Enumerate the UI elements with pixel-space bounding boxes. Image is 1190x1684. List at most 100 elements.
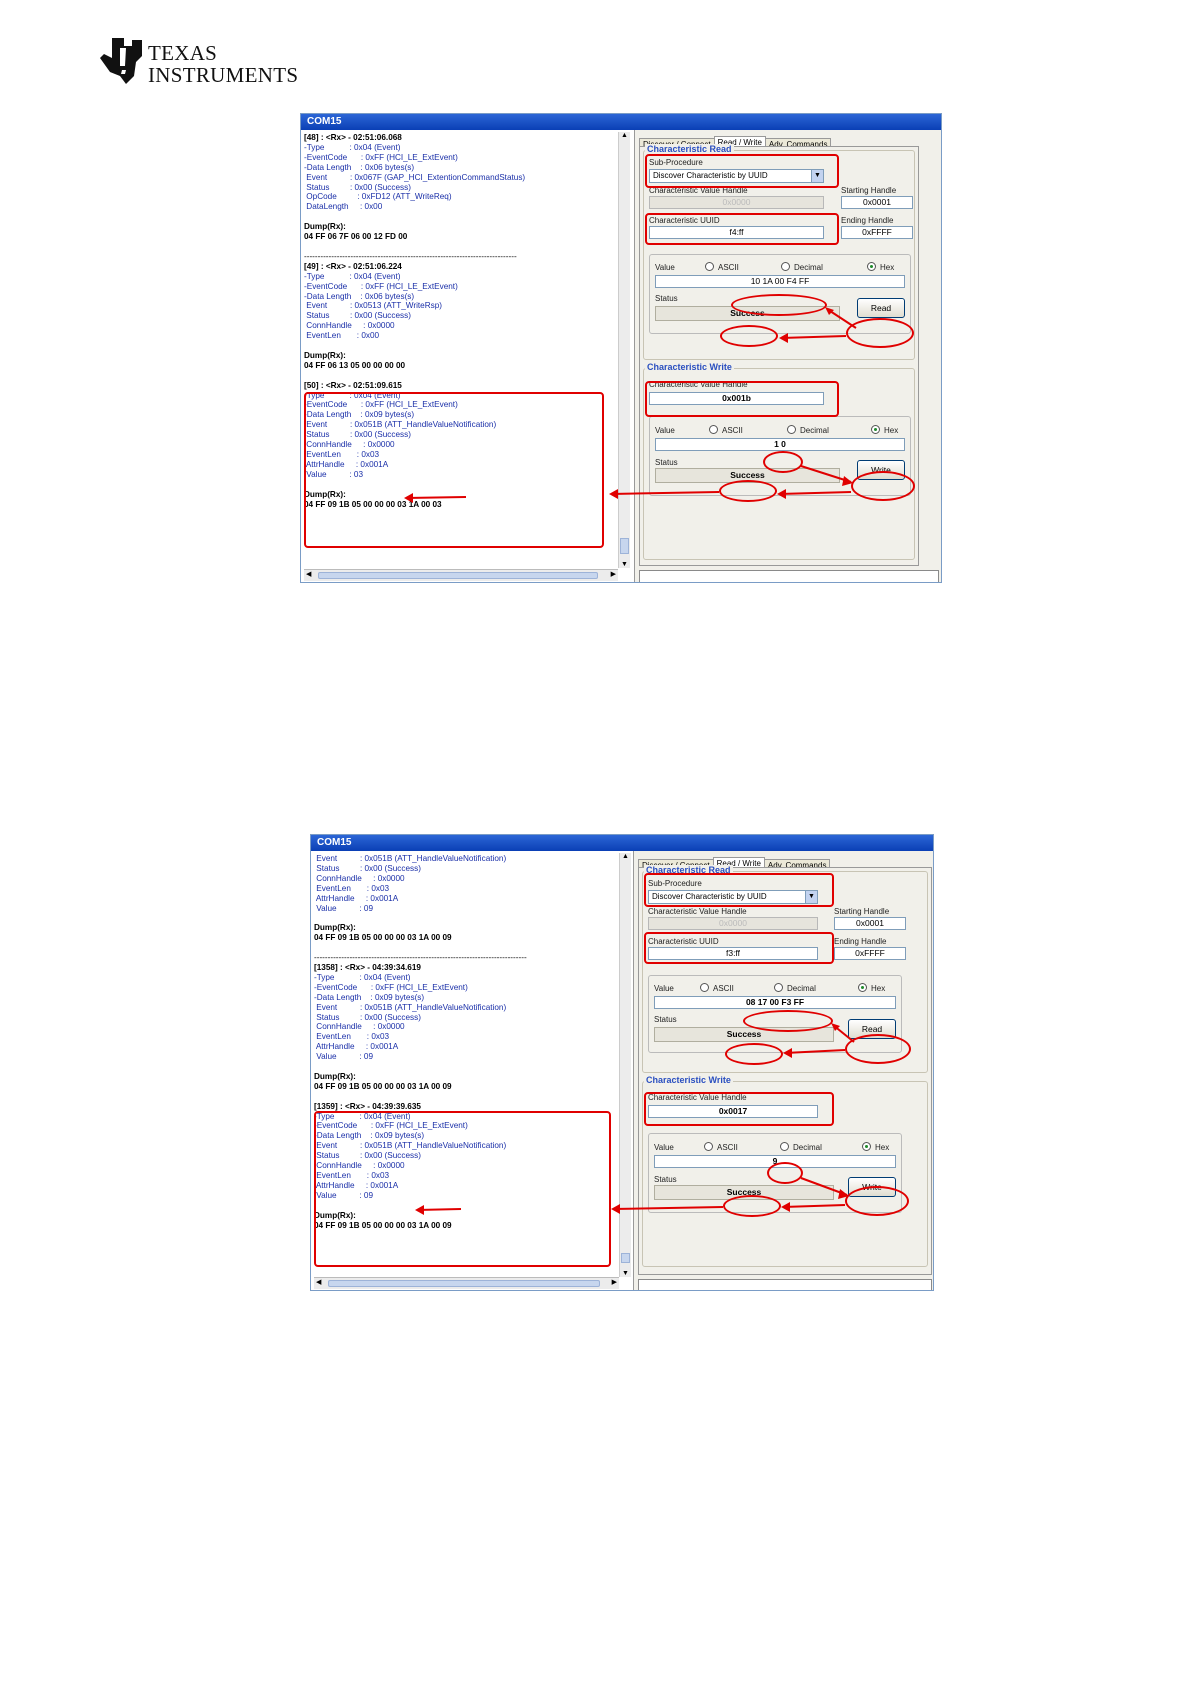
highlight-write-button — [851, 471, 915, 501]
log-line: AttrHandle : 0x001A — [314, 1180, 399, 1190]
read-radio-hex[interactable]: Hex — [867, 262, 894, 272]
ending-handle-label: Ending Handle — [841, 216, 894, 225]
log-line: AttrHandle : 0x001A — [304, 459, 389, 469]
log-line: 04 FF 09 1B 05 00 00 00 03 1A 00 09 — [314, 1081, 452, 1091]
highlight-write-handle — [645, 381, 839, 417]
command-input[interactable] — [638, 1279, 932, 1290]
highlight-write-value — [767, 1162, 803, 1184]
log-line: -Type : 0x04 (Event) — [304, 142, 401, 152]
read-status-label: Status — [654, 1015, 677, 1024]
log-line: ConnHandle : 0x0000 — [314, 873, 405, 883]
log-line: Value : 09 — [314, 903, 374, 913]
highlight-notification-log — [304, 392, 604, 548]
log-line: Event : 0x051B (ATT_HandleValueNotificat… — [314, 1002, 507, 1012]
read-value-field[interactable]: 08 17 00 F3 FF — [654, 996, 896, 1009]
log-line — [304, 371, 604, 381]
write-value-field[interactable]: 1 0 — [655, 438, 905, 451]
write-radio-hex[interactable]: Hex — [871, 425, 898, 435]
read-radio-decimal-label: Decimal — [794, 263, 823, 272]
log-line — [314, 1092, 614, 1102]
screenshot-1: COM15 [48] : <Rx> - 02:51:06.068-Type : … — [300, 113, 942, 583]
uuid-field[interactable]: f3:ff — [648, 947, 818, 960]
log-line — [304, 341, 604, 351]
log-line: -Data Length : 0x09 bytes(s) — [314, 992, 425, 1002]
log-line — [304, 242, 604, 252]
starting-handle-field[interactable]: 0x0001 — [841, 196, 913, 209]
command-input[interactable] — [639, 570, 939, 582]
write-radio-decimal[interactable]: Decimal — [780, 1142, 822, 1152]
read-radio-ascii[interactable]: ASCII — [705, 262, 739, 272]
write-handle-field[interactable]: 0x001b — [649, 392, 824, 405]
write-radio-decimal[interactable]: Decimal — [787, 425, 829, 435]
log-line: Event : 0x051B (ATT_HandleValueNotificat… — [314, 854, 507, 863]
write-radio-ascii-label: ASCII — [722, 426, 743, 435]
ending-handle-field[interactable]: 0xFFFF — [834, 947, 906, 960]
write-radio-hex[interactable]: Hex — [862, 1142, 889, 1152]
log-line: Dump(Rx): — [314, 1210, 356, 1220]
sub-procedure-select[interactable]: Discover Characteristic by UUID▼ — [648, 890, 818, 904]
starting-handle-field[interactable]: 0x0001 — [834, 917, 906, 930]
log-line: Dump(Rx): — [304, 489, 346, 499]
read-radio-ascii[interactable]: ASCII — [700, 983, 734, 993]
log-line: Status : 0x00 (Success) — [304, 311, 411, 321]
read-radio-hex[interactable]: Hex — [858, 983, 885, 993]
write-status-label: Status — [654, 1175, 677, 1184]
log-line: ----------------------------------------… — [304, 251, 517, 261]
log-line: Status : 0x00 (Success) — [314, 1151, 421, 1161]
sub-procedure-label: Sub-Procedure — [648, 879, 702, 888]
log-line: [1359] : <Rx> - 04:39:39.635 — [314, 1101, 421, 1111]
write-handle-label: Characteristic Value Handle — [649, 380, 748, 389]
log-line: EventLen : 0x03 — [314, 1032, 390, 1042]
log-text: Event : 0x051B (ATT_HandleValueNotificat… — [314, 854, 614, 1230]
company-line2: Instruments — [148, 63, 299, 87]
read-radio-decimal[interactable]: Decimal — [774, 983, 816, 993]
sub-procedure-select[interactable]: Discover Characteristic by UUID▼ — [649, 169, 824, 183]
write-section-title: Characteristic Write — [645, 362, 734, 372]
highlight-read-value — [731, 294, 827, 316]
log-line: ConnHandle : 0x0000 — [314, 1161, 405, 1171]
log-vertical-scrollbar[interactable]: ▲ ▼ — [618, 132, 630, 568]
write-handle-field[interactable]: 0x0017 — [648, 1105, 818, 1118]
value-handle-field[interactable]: 0x0000 — [648, 917, 818, 930]
screenshot-2: COM15 Event : 0x051B (ATT_HandleValueNot… — [310, 834, 934, 1291]
log-line: Event : 0x051B (ATT_HandleValueNotificat… — [304, 420, 497, 430]
read-value-field[interactable]: 10 1A 00 F4 FF — [655, 275, 905, 288]
write-radio-ascii[interactable]: ASCII — [709, 425, 743, 435]
log-line: EventLen : 0x00 — [304, 331, 380, 341]
log-line: -Type : 0x04 (Event) — [304, 271, 401, 281]
chevron-down-icon: ▼ — [805, 891, 817, 903]
log-line: [48] : <Rx> - 02:51:06.068 — [304, 133, 402, 142]
log-line: EventLen : 0x03 — [304, 450, 380, 459]
write-radio-ascii[interactable]: ASCII — [704, 1142, 738, 1152]
write-radio-ascii-label: ASCII — [717, 1143, 738, 1152]
value-handle-field[interactable]: 0x0000 — [649, 196, 824, 209]
log-line: Event : 0x0513 (ATT_WriteRsp) — [304, 301, 443, 311]
highlight-read-status — [720, 325, 778, 347]
uuid-label: Characteristic UUID — [648, 937, 719, 946]
highlight-uuid — [644, 932, 834, 964]
log-line — [304, 212, 604, 222]
read-button[interactable]: Read — [857, 298, 905, 318]
highlight-notification-log — [314, 1111, 611, 1267]
read-radio-hex-label: Hex — [880, 263, 895, 272]
log-line: -EventCode : 0xFF (HCI_LE_ExtEvent) — [304, 281, 458, 291]
log-line — [314, 1062, 614, 1072]
write-group — [643, 368, 915, 560]
log-horizontal-scrollbar[interactable]: ◀ ▶ — [304, 569, 618, 581]
ending-handle-field[interactable]: 0xFFFF — [841, 226, 913, 239]
log-line: [50] : <Rx> - 02:51:09.615 — [304, 380, 402, 390]
ti-logo-icon — [100, 38, 142, 84]
window-title: COM15 — [311, 835, 933, 851]
log-line: -Data Length : 0x06 bytes(s) — [304, 291, 415, 301]
sub-procedure-label: Sub-Procedure — [649, 158, 703, 167]
highlight-sub-procedure — [644, 873, 834, 907]
log-vertical-scrollbar[interactable]: ▲ ▼ — [619, 853, 631, 1277]
read-radio-decimal[interactable]: Decimal — [781, 262, 823, 272]
log-line: -Data Length : 0x09 bytes(s) — [314, 1131, 425, 1141]
log-horizontal-scrollbar[interactable]: ◀ ▶ — [314, 1277, 619, 1289]
log-line: Status : 0x00 (Success) — [314, 863, 421, 873]
uuid-field[interactable]: f4:ff — [649, 226, 824, 239]
highlight-write-status — [723, 1195, 781, 1217]
log-text: [48] : <Rx> - 02:51:06.068-Type : 0x04 (… — [304, 133, 604, 509]
